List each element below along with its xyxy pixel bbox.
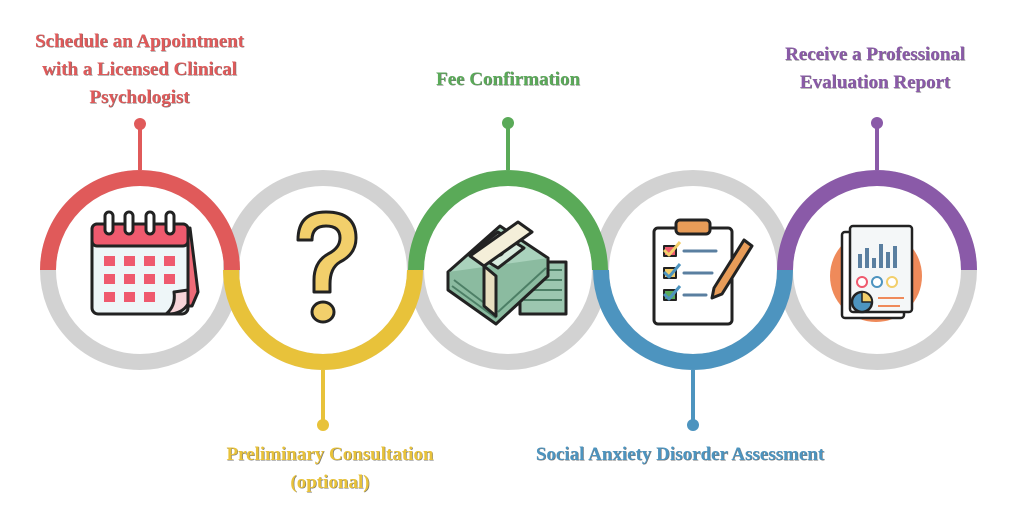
clipboard-checklist-icon <box>652 218 754 326</box>
ring-arc-4 <box>593 269 793 370</box>
connector-dot-2 <box>317 419 329 431</box>
ring-arc-2 <box>223 269 423 370</box>
calendar-icon <box>90 210 200 316</box>
question-mark-icon <box>296 210 358 324</box>
step-label-schedule-appointment: Schedule an Appointment with a Licensed … <box>34 31 245 108</box>
money-stack-icon <box>446 220 568 326</box>
step-label-fee-confirmation: Fee Confirmation <box>435 69 581 90</box>
connector-dot-1 <box>134 118 146 130</box>
connector-dot-5 <box>871 117 883 129</box>
step-label-preliminary-consultation: Preliminary Consultation (optional) <box>226 444 434 493</box>
connector-dot-4 <box>687 419 699 431</box>
ring-arc-1 <box>40 170 240 271</box>
ring-arc-3 <box>408 170 608 271</box>
step-label-assessment: Social Anxiety Disorder Assessment <box>535 444 825 465</box>
connectors <box>134 117 883 431</box>
report-document-icon <box>830 224 922 322</box>
ring-arcs <box>40 170 977 370</box>
step-label-evaluation-report: Receive a Professional Evaluation Report <box>784 44 966 93</box>
connector-dot-3 <box>502 117 514 129</box>
ring-arc-5 <box>777 170 977 271</box>
